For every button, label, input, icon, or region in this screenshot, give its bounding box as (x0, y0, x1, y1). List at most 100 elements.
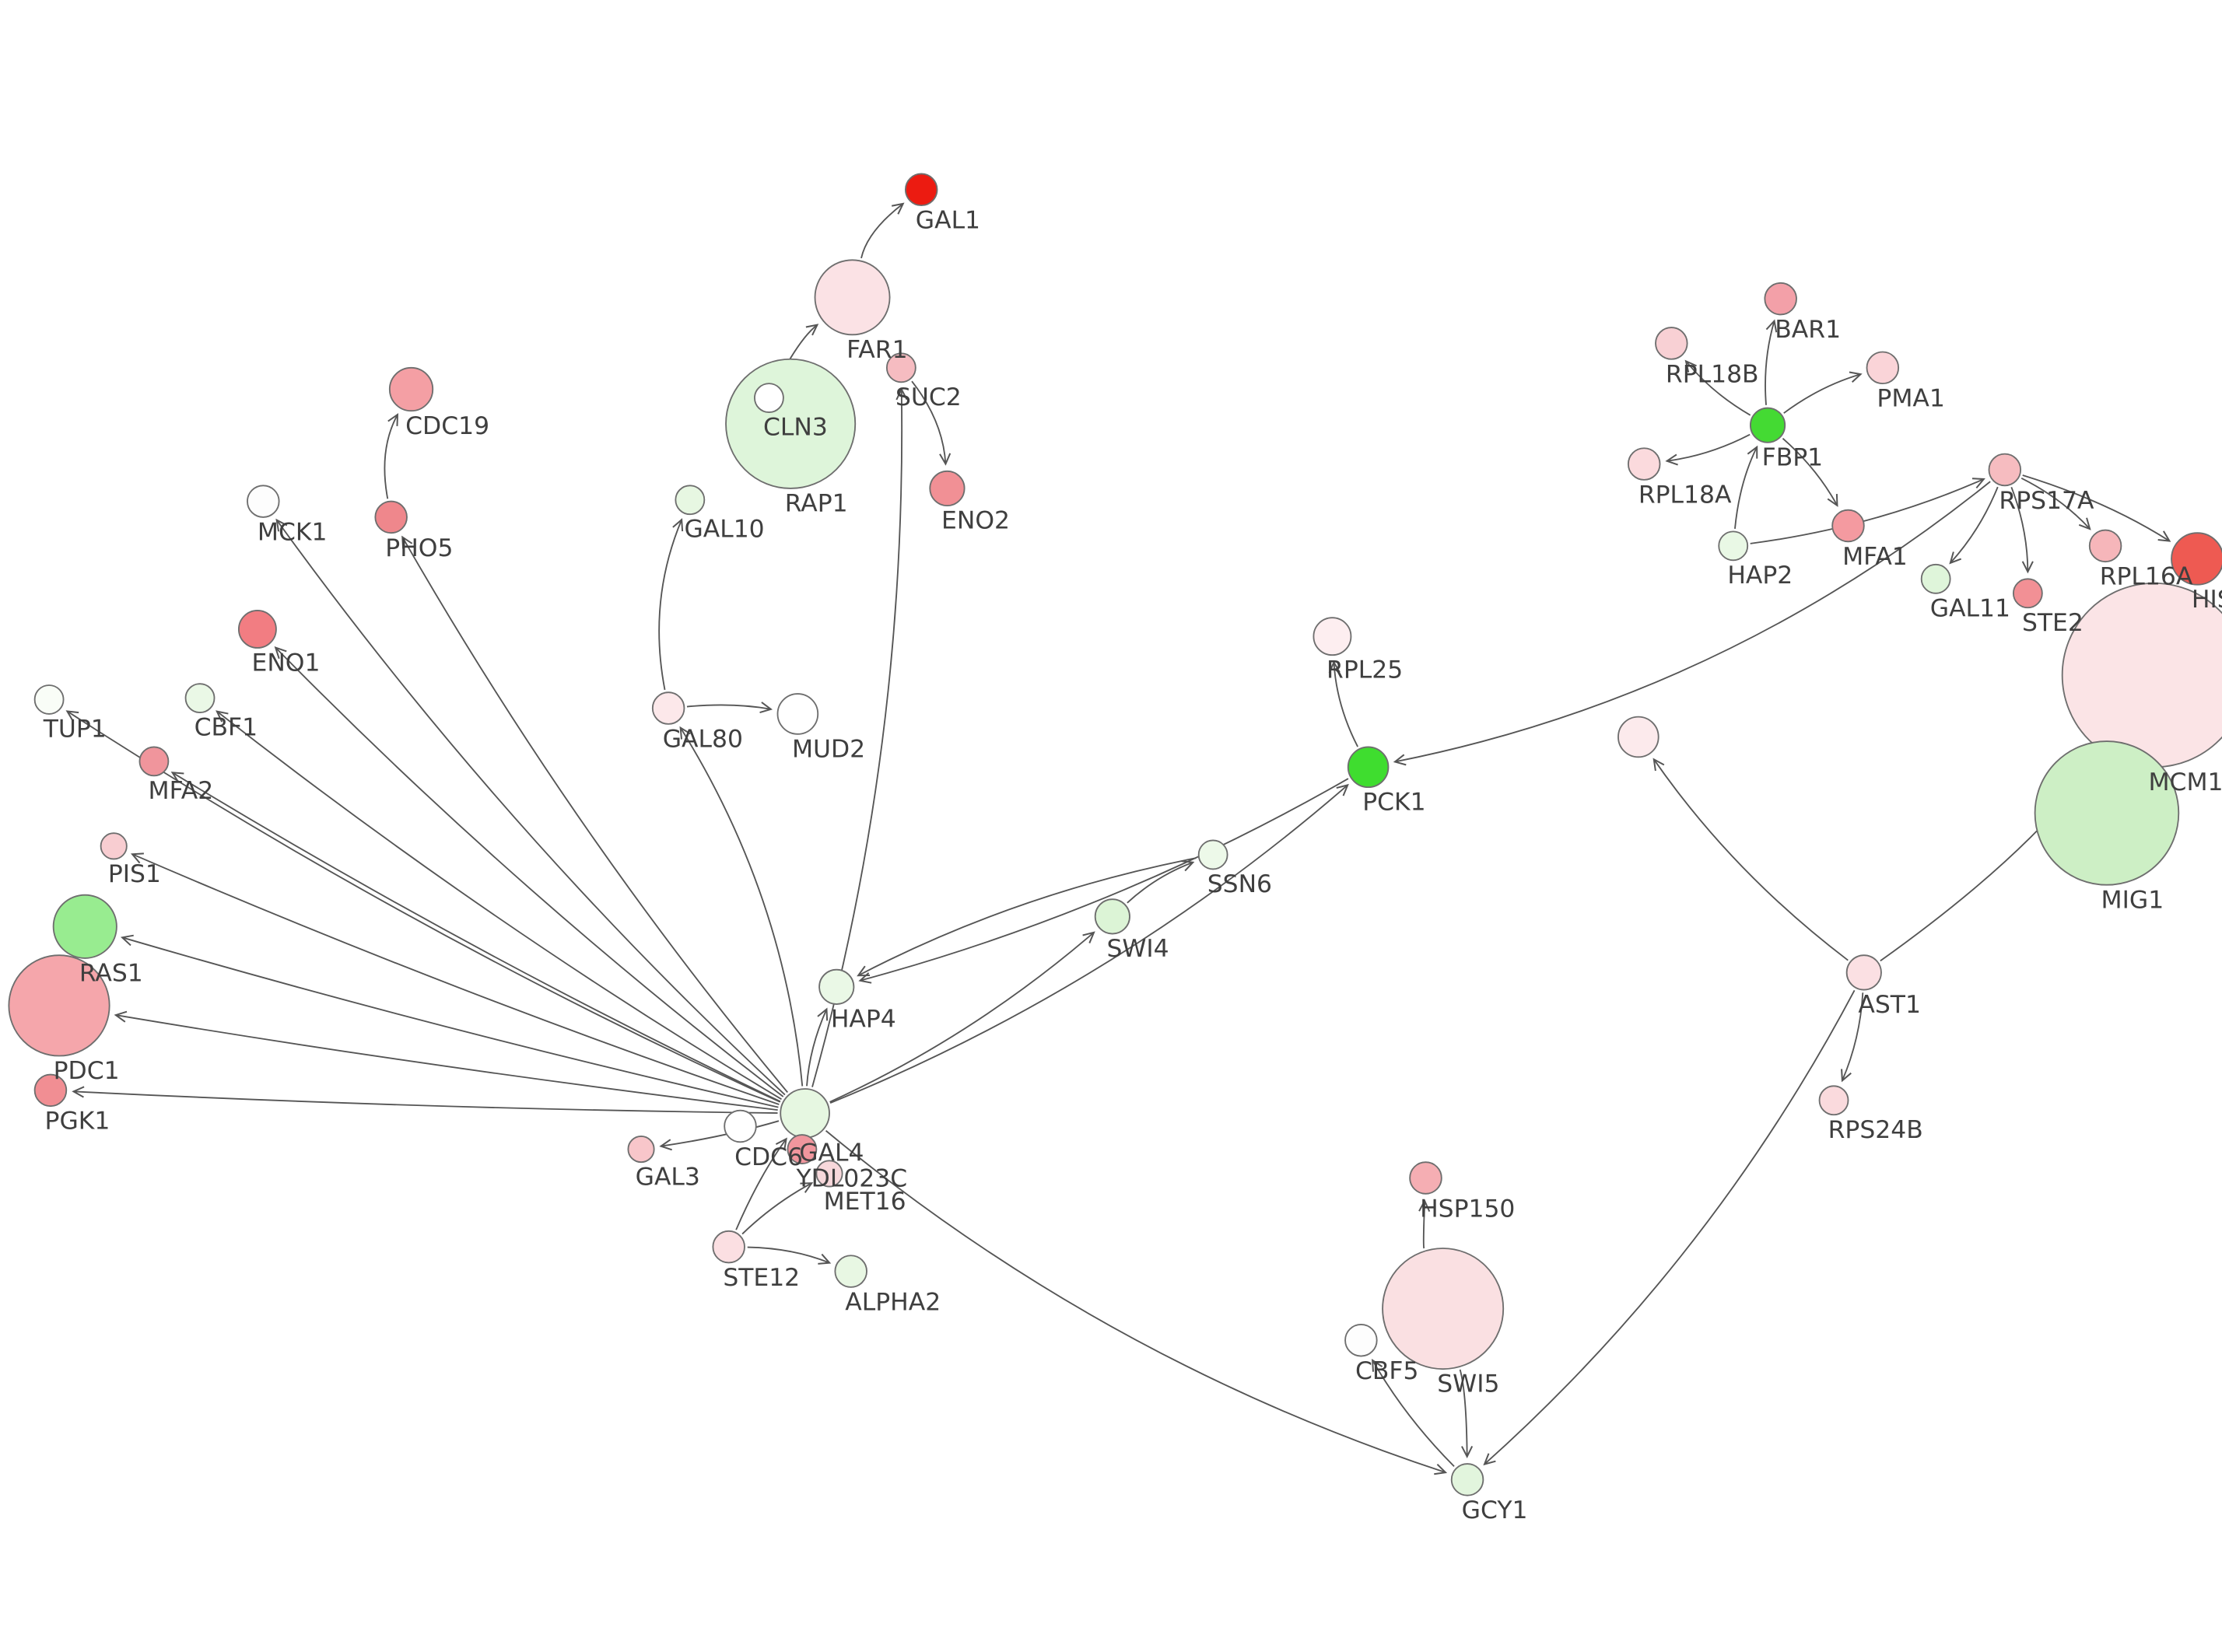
edge-GAL4-TUP1[interactable] (65, 710, 781, 1103)
node-SWI4[interactable] (1094, 898, 1130, 935)
edge-PHO5-CDC19[interactable] (384, 413, 399, 499)
edge-GAL4-MFA2[interactable] (170, 772, 781, 1103)
node-SSN6[interactable] (1197, 839, 1228, 870)
node-ENO1[interactable] (237, 610, 277, 649)
edge-PCK1-HAP4[interactable] (858, 778, 1349, 984)
node-AST1[interactable] (1845, 954, 1882, 991)
edge-GAL4-HAP4[interactable] (806, 1007, 829, 1087)
edge-AST1-RPS24B[interactable] (1841, 992, 1864, 1083)
node-CBF1[interactable] (184, 683, 216, 714)
node-CDC19[interactable] (388, 366, 434, 412)
edge-GAL4-GCY1[interactable] (825, 1130, 1448, 1475)
node-RPL18A[interactable] (1627, 447, 1661, 481)
edge-RPS17A-PCK1[interactable] (1393, 481, 1991, 766)
edge-GAL4-PIS1[interactable] (130, 852, 780, 1105)
edge-FBP1-BAR1[interactable] (1765, 319, 1778, 405)
edge-GAL4-PDC1[interactable] (114, 1010, 778, 1111)
node-PIS1[interactable] (100, 832, 128, 860)
node-CDC6[interactable] (724, 1109, 757, 1143)
node-BAR1[interactable] (1764, 282, 1797, 316)
edge-AST1-GCY1[interactable] (1483, 989, 1856, 1466)
node-MCM1[interactable] (2061, 582, 2222, 768)
node-ENO2[interactable] (929, 470, 966, 507)
node-RPL16A[interactable] (2088, 529, 2122, 563)
edge-GAL4-PHO5[interactable] (401, 535, 788, 1094)
edge-STE12-GAL4[interactable] (735, 1137, 787, 1230)
edge-FBP1-MFA1[interactable] (1782, 437, 1838, 507)
node-SUC2[interactable] (885, 352, 916, 383)
edge-RPS17A-GAL11[interactable] (1949, 486, 1999, 565)
node-MIG1[interactable] (2034, 740, 2180, 886)
node-PMA1[interactable] (1866, 351, 1900, 385)
node-PHO5[interactable] (374, 500, 408, 534)
node-PCK1[interactable] (1347, 746, 1390, 789)
edge-SWI5-HSP150[interactable] (1418, 1199, 1431, 1249)
edge-GAL4-PGK1[interactable] (72, 1086, 778, 1114)
node-GAL11[interactable] (1920, 563, 1951, 594)
edge-GAL4-PCK1[interactable] (829, 783, 1349, 1104)
edge-GAL80-GAL10[interactable] (658, 518, 684, 691)
node-MFA2[interactable] (138, 746, 170, 777)
node-RPS24B[interactable] (1818, 1085, 1849, 1116)
node-PDC1[interactable] (8, 954, 110, 1057)
edge-GAL4-MCK1[interactable] (275, 518, 786, 1096)
node-GAL80[interactable] (651, 691, 685, 725)
node-YDL023C[interactable] (787, 1134, 818, 1164)
edge-GAL4-GAL80[interactable] (679, 726, 804, 1087)
edge-RPS17A-HIS4[interactable] (2022, 474, 2171, 542)
node-RAP1[interactable] (725, 358, 857, 489)
edge-SSN6-HAP4[interactable] (857, 857, 1197, 977)
node-GAL1[interactable] (904, 173, 938, 207)
edge-GCY1-CBF5[interactable] (1372, 1358, 1455, 1468)
edge-PCK1-RPL25[interactable] (1328, 660, 1358, 747)
node-RPS17A[interactable] (1988, 453, 2022, 487)
node-STE2[interactable] (2012, 578, 2043, 609)
edge-STE12-ALPHA2[interactable] (747, 1246, 832, 1265)
edge-GAL4-SWI4[interactable] (829, 931, 1095, 1103)
node-RPL25[interactable] (1313, 617, 1352, 656)
node-MCK1[interactable] (247, 485, 280, 518)
node-MET16[interactable] (815, 1160, 843, 1188)
edge-HAP2-RPS17A[interactable] (1750, 478, 1985, 544)
node-SWI5[interactable] (1382, 1248, 1505, 1370)
edge-FAR1-GAL1[interactable] (860, 202, 905, 259)
node-GAL3[interactable] (627, 1136, 655, 1164)
node-MFA1[interactable] (1831, 509, 1865, 543)
node-GCY1[interactable] (1450, 1463, 1484, 1496)
edge-SWI4-SSN6[interactable] (1127, 860, 1195, 904)
node-FAR1[interactable] (814, 259, 891, 336)
edge-GAL4-RAS1[interactable] (120, 934, 779, 1108)
edge-GAL4-CBF1[interactable] (216, 710, 782, 1101)
node-CBF5[interactable] (1344, 1323, 1378, 1357)
edge-GAL4-ENO1[interactable] (274, 646, 784, 1097)
node-NODE1[interactable] (1617, 716, 1659, 758)
edge-RPS17A-RPL16A[interactable] (2020, 478, 2091, 530)
edge-HAP2-FBP1[interactable] (1734, 445, 1758, 529)
node-HAP2[interactable] (1718, 530, 1749, 562)
node-GAL10[interactable] (675, 485, 706, 516)
edge-FBP1-RPL18B[interactable] (1684, 359, 1751, 416)
node-STE12[interactable] (712, 1230, 745, 1264)
edge-STE12-MET16[interactable] (741, 1182, 814, 1235)
edge-RPS17A-STE2[interactable] (2010, 486, 2034, 574)
node-RAS1[interactable] (52, 894, 117, 959)
edge-SWI5-GCY1[interactable] (1459, 1369, 1474, 1459)
node-ALPHA2[interactable] (834, 1255, 867, 1288)
node-TUP1[interactable] (33, 684, 65, 715)
edge-GAL4-GAL3[interactable] (659, 1120, 780, 1151)
node-RPL18B[interactable] (1655, 327, 1688, 360)
edge-SUC2-ENO2[interactable] (911, 380, 952, 466)
node-FBP1[interactable] (1749, 407, 1786, 443)
edge-FBP1-RPL18A[interactable] (1665, 433, 1751, 466)
node-GAL4[interactable] (780, 1088, 830, 1139)
node-HIS4[interactable] (2171, 532, 2222, 586)
edge-GAL80-MUD2[interactable] (686, 702, 773, 713)
node-HSP150[interactable] (1409, 1161, 1442, 1195)
edge-FBP1-PMA1[interactable] (1783, 371, 1863, 414)
node-MUD2[interactable] (776, 693, 819, 735)
node-HAP4[interactable] (818, 968, 855, 1005)
edge-AST1-NODE1[interactable] (1652, 758, 1849, 961)
node-PGK1[interactable] (33, 1073, 68, 1108)
